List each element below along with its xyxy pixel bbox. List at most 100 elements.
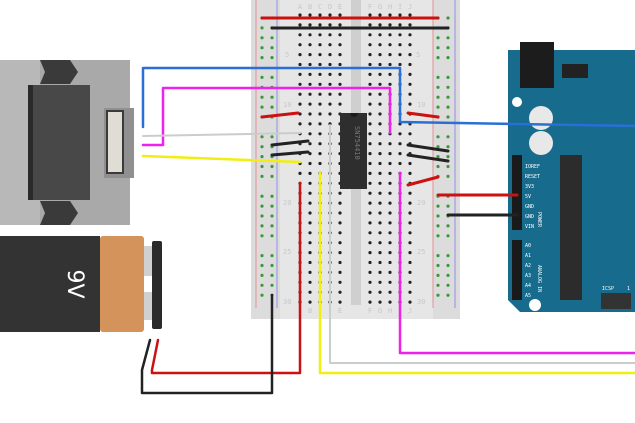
breadboard-hole[interactable]	[408, 132, 412, 136]
rail-hole[interactable]	[436, 164, 440, 169]
rail-hole[interactable]	[446, 95, 450, 99]
rail-hole[interactable]	[270, 283, 274, 287]
rail-hole[interactable]	[436, 224, 440, 228]
breadboard-hole[interactable]	[368, 72, 372, 76]
breadboard-hole[interactable]	[368, 181, 372, 185]
breadboard-hole[interactable]	[328, 53, 332, 57]
icsp-header[interactable]	[601, 293, 631, 309]
breadboard-hole[interactable]	[298, 102, 302, 106]
breadboard-hole[interactable]	[408, 191, 412, 195]
breadboard-hole[interactable]	[378, 23, 382, 27]
breadboard-hole[interactable]	[378, 300, 382, 304]
rail-hole[interactable]	[260, 194, 264, 198]
wire-red-jumper-3[interactable]	[406, 175, 440, 187]
breadboard-hole[interactable]	[388, 13, 392, 17]
rail-hole[interactable]	[436, 135, 440, 139]
breadboard-hole[interactable]	[308, 270, 312, 274]
rail-hole[interactable]	[260, 135, 264, 139]
rail-hole[interactable]	[446, 75, 450, 79]
breadboard-hole[interactable]	[408, 241, 412, 245]
rail-hole[interactable]	[260, 155, 264, 159]
rail-hole[interactable]	[436, 254, 440, 258]
breadboard-hole[interactable]	[318, 122, 322, 126]
rail-hole[interactable]	[446, 145, 450, 149]
breadboard-hole[interactable]	[308, 13, 312, 17]
breadboard-hole[interactable]	[318, 82, 322, 86]
breadboard-hole[interactable]	[368, 152, 372, 156]
wire-black-jumper-1[interactable]	[270, 139, 310, 147]
breadboard-hole[interactable]	[338, 102, 342, 106]
rail-hole[interactable]	[260, 224, 264, 228]
breadboard-hole[interactable]	[338, 290, 342, 294]
breadboard-hole[interactable]	[368, 231, 372, 235]
breadboard-hole[interactable]	[338, 23, 342, 27]
wire-black-jumper-2[interactable]	[270, 150, 310, 157]
breadboard-hole[interactable]	[408, 43, 412, 47]
breadboard-hole[interactable]	[368, 102, 372, 106]
breadboard-hole[interactable]	[338, 82, 342, 86]
breadboard-hole[interactable]	[318, 62, 322, 67]
breadboard-hole[interactable]	[408, 270, 412, 274]
breadboard-hole[interactable]	[388, 201, 392, 205]
breadboard-hole[interactable]	[328, 23, 332, 27]
breadboard-hole[interactable]	[298, 43, 302, 47]
breadboard-hole[interactable]	[388, 53, 392, 57]
rail-hole[interactable]	[446, 263, 450, 268]
breadboard-hole[interactable]	[308, 211, 312, 215]
breadboard-hole[interactable]	[378, 33, 382, 37]
breadboard-hole[interactable]	[308, 241, 312, 245]
breadboard-hole[interactable]	[408, 221, 412, 225]
breadboard-hole[interactable]	[408, 82, 412, 86]
wire-black-jumper-4[interactable]	[406, 153, 450, 163]
breadboard-hole[interactable]	[308, 82, 312, 86]
breadboard-hole[interactable]	[368, 260, 372, 265]
breadboard-hole[interactable]	[308, 161, 312, 166]
breadboard-hole[interactable]	[368, 201, 372, 205]
breadboard-hole[interactable]	[338, 53, 342, 57]
breadboard-hole[interactable]	[368, 171, 372, 175]
breadboard-hole[interactable]	[378, 290, 382, 294]
breadboard-hole[interactable]	[378, 53, 382, 57]
breadboard-hole[interactable]	[338, 62, 342, 67]
wire-white-motor[interactable]	[142, 132, 301, 137]
breadboard-hole[interactable]	[308, 300, 312, 304]
rail-hole[interactable]	[436, 204, 440, 208]
breadboard-hole[interactable]	[388, 82, 392, 86]
wire-red-battery[interactable]	[150, 181, 302, 375]
breadboard-hole[interactable]	[378, 231, 382, 235]
breadboard-hole[interactable]	[298, 33, 302, 37]
rail-hole[interactable]	[260, 26, 264, 30]
rail-hole[interactable]	[270, 56, 274, 60]
breadboard-hole[interactable]	[378, 270, 382, 274]
breadboard-hole[interactable]	[368, 251, 372, 255]
rail-hole[interactable]	[260, 254, 264, 258]
breadboard-hole[interactable]	[378, 112, 382, 116]
wire-magenta-to-arduino[interactable]	[398, 171, 635, 355]
breadboard-hole[interactable]	[318, 72, 322, 76]
breadboard-hole[interactable]	[388, 161, 392, 166]
rail-hole[interactable]	[446, 56, 450, 60]
breadboard-hole[interactable]	[338, 241, 342, 245]
breadboard-hole[interactable]	[368, 112, 372, 116]
rail-hole[interactable]	[436, 56, 440, 60]
wire-magenta-motor[interactable]	[141, 86, 392, 147]
analog-header[interactable]	[512, 240, 522, 300]
breadboard-hole[interactable]	[368, 241, 372, 245]
breadboard-hole[interactable]	[378, 43, 382, 47]
breadboard-hole[interactable]	[368, 280, 372, 284]
breadboard-hole[interactable]	[378, 221, 382, 225]
breadboard-hole[interactable]	[318, 152, 322, 156]
rail-hole[interactable]	[260, 174, 264, 178]
breadboard-hole[interactable]	[398, 53, 402, 57]
breadboard-hole[interactable]	[318, 142, 322, 146]
breadboard-hole[interactable]	[388, 251, 392, 255]
breadboard-hole[interactable]	[368, 53, 372, 57]
breadboard-hole[interactable]	[408, 161, 412, 166]
wire-white-to-arduino[interactable]	[329, 124, 635, 364]
rail-hole[interactable]	[260, 293, 264, 297]
breadboard-hole[interactable]	[308, 181, 312, 185]
breadboard-hole[interactable]	[308, 112, 312, 116]
breadboard-hole[interactable]	[318, 33, 322, 37]
stepper-motor[interactable]	[0, 60, 134, 225]
breadboard-hole[interactable]	[378, 171, 382, 175]
